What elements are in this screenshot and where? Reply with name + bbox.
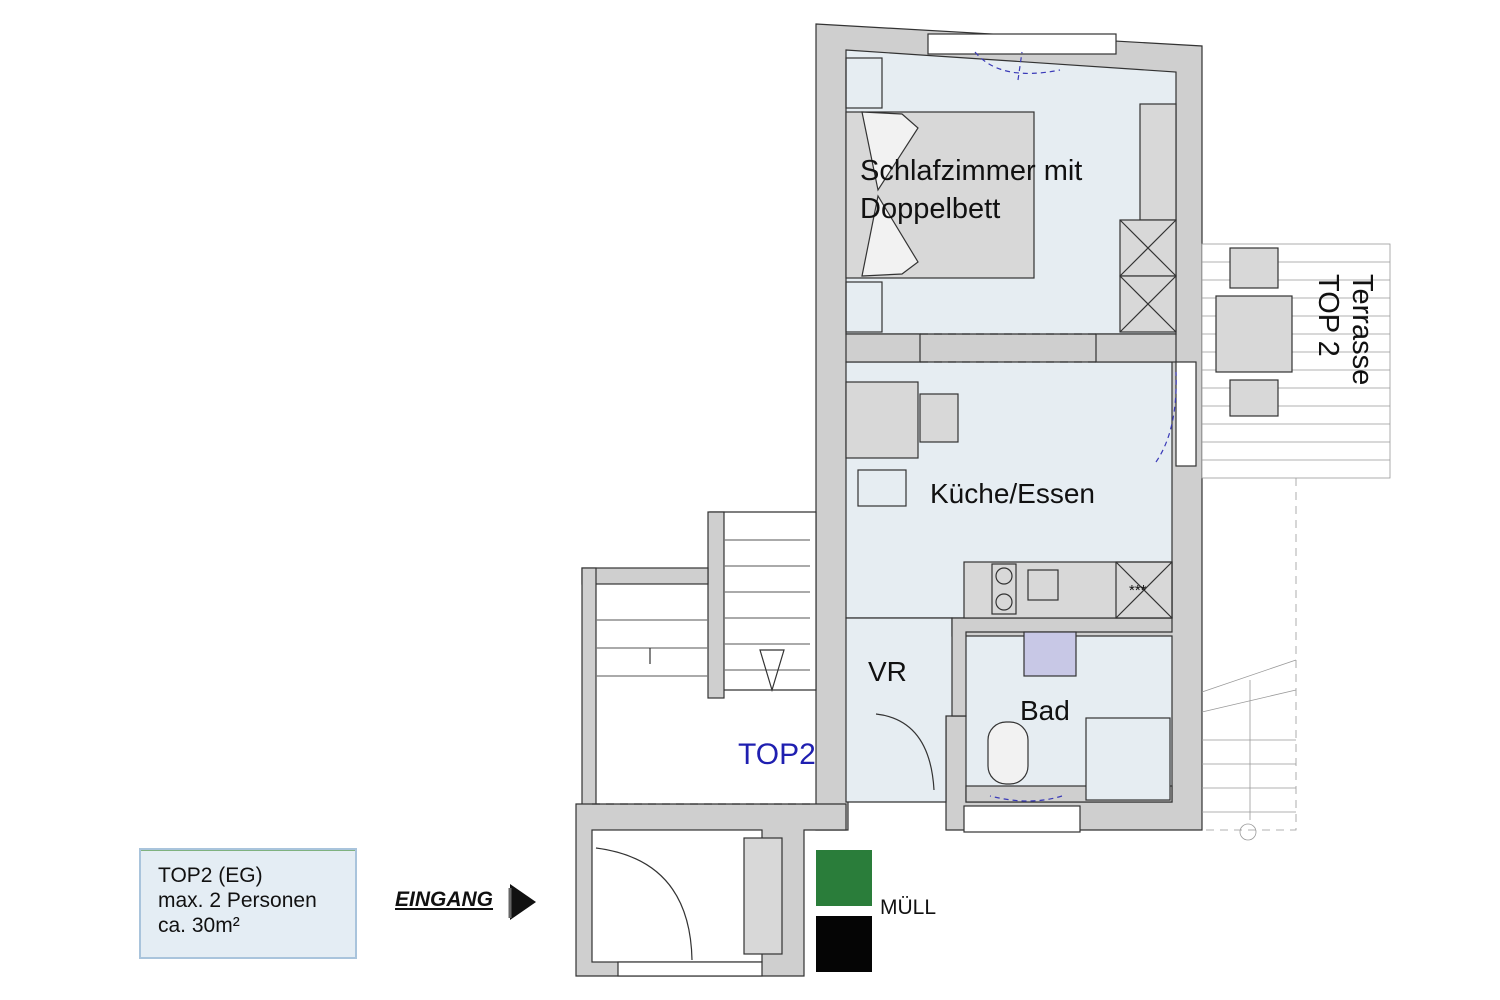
bedroom-label-line2: Doppelbett: [860, 193, 1001, 225]
waste-bin-black: [816, 916, 872, 972]
bedroom-label-line1: Schlafzimmer mit: [860, 155, 1083, 187]
window-top: [927, 33, 1117, 55]
waste-label: MÜLL: [880, 896, 937, 919]
unit-label: TOP2: [738, 738, 816, 771]
terrace-table: [1215, 295, 1293, 373]
kitchen-label: Küche/Essen: [930, 478, 1095, 509]
chair: [857, 469, 907, 507]
info-area: ca. 30m²: [158, 914, 240, 938]
entrance-label: EINGANG: [395, 888, 494, 911]
bath-window: [963, 805, 1081, 833]
dining-table: [845, 381, 919, 459]
shower: [1085, 717, 1171, 801]
washbasin: [1023, 631, 1077, 677]
hall-label: VR: [868, 656, 907, 687]
bedside-table: [845, 281, 883, 333]
terrace-label-line1: Terrasse: [1346, 274, 1378, 386]
terrace-chair: [1229, 247, 1279, 289]
shoe-cabinet: [743, 837, 783, 955]
bedside-table: [845, 57, 883, 109]
terrace-label-line2: TOP 2: [1312, 274, 1344, 357]
door-swing: [875, 713, 935, 791]
info-box: TOP2 (EG) max. 2 Personen ca. 30m²: [139, 848, 357, 959]
stove-marks: ***: [1129, 582, 1147, 599]
entrance-arrow-icon: [508, 884, 536, 920]
chair: [919, 393, 959, 443]
wardrobe: [1139, 103, 1177, 221]
info-persons: max. 2 Personen: [158, 889, 317, 913]
bedroom-kitchen-wall: [1095, 333, 1177, 363]
info-unit: TOP2 (EG): [158, 864, 263, 887]
bedroom-kitchen-wall: [845, 333, 921, 363]
staircase: [709, 511, 817, 691]
bath-label: Bad: [1020, 695, 1070, 726]
terrace-chair: [1229, 379, 1279, 417]
toilet: [987, 721, 1029, 785]
waste-bin-green: [816, 850, 872, 906]
